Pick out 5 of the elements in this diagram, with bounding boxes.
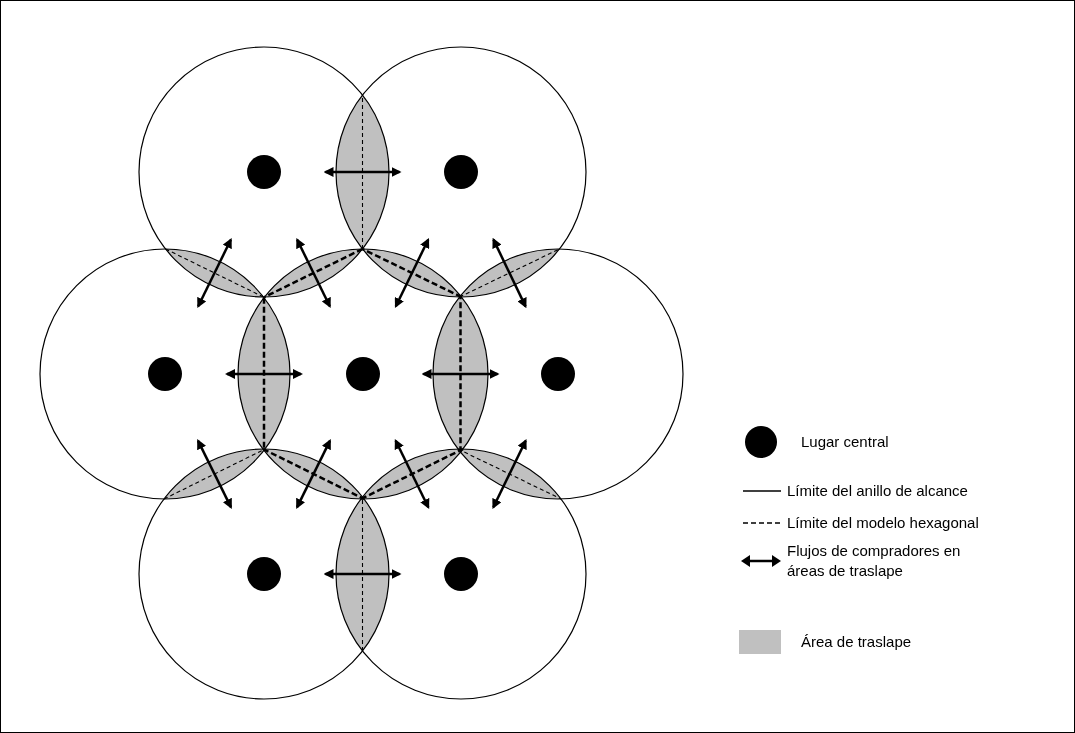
legend-label: Lugar central	[801, 432, 890, 452]
legend-label: Área de traslape	[801, 632, 913, 652]
legend-label: Límite del anillo de alcance	[787, 481, 969, 501]
legend-label: Flujos de compradores en áreas de traslape	[787, 541, 962, 581]
legend-label: Límite del modelo hexagonal	[787, 513, 980, 533]
